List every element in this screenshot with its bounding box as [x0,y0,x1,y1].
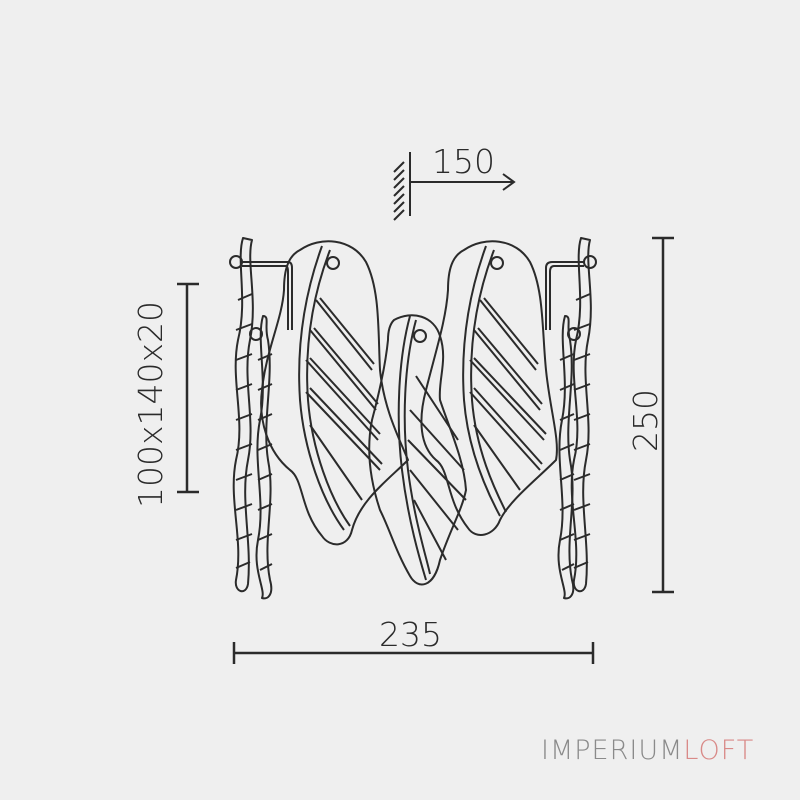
right-glass-leaf [420,240,558,536]
leaf-size-label: 100x140x20 [131,301,170,508]
height-label: 250 [626,389,665,452]
brand-logo: IMPERIUMLOFT [541,735,754,766]
right-inner-rod [557,315,581,600]
leaf-size-dimension-line [177,282,199,494]
brand-logo-part1: IMPERIUM [541,735,684,766]
left-inner-rod [249,315,273,600]
width-label: 235 [379,615,442,654]
right-outer-rod [545,237,597,593]
left-glass-leaf [260,240,409,546]
sconce-illustration [229,237,597,600]
wall-projection-indicator [393,152,516,221]
brand-logo-part2: LOFT [683,735,755,766]
width-dimension-line [232,642,595,664]
height-dimension-line [652,236,674,594]
wall-projection-label: 150 [432,142,495,181]
center-glass-leaf [368,314,467,586]
